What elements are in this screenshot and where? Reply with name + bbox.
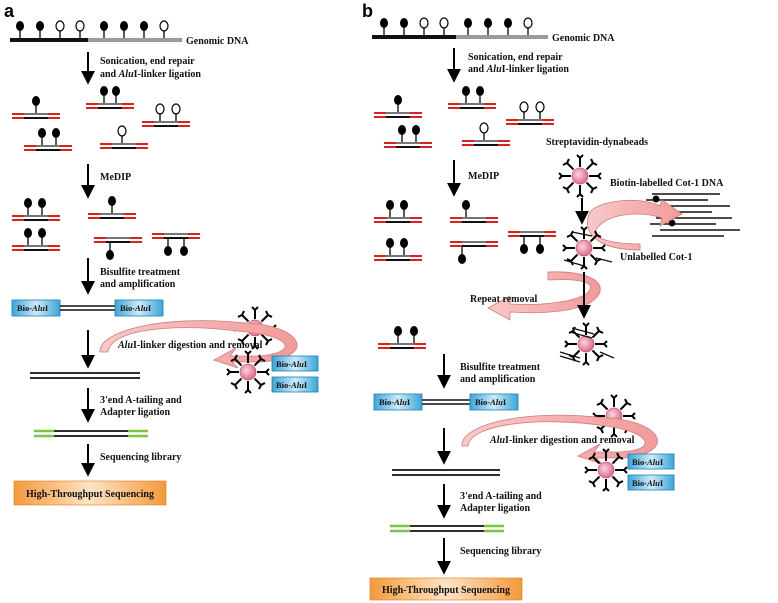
genomic-dna-label: Genomic DNA — [552, 33, 615, 44]
digestion-label: AluI-linker digestion and removal — [489, 435, 635, 446]
bisulfite-label-2: and amplification — [100, 279, 176, 290]
htp-box-a: High-Throughput Sequencing — [13, 480, 167, 506]
panel-a: a Genomic DNA Sonication, end repair and… — [4, 1, 319, 506]
htp-box-b: High-Throughput Sequencing — [369, 577, 523, 601]
medip-fragments-b — [373, 199, 557, 265]
linker-ligation-label: and AluI-linker ligation — [100, 69, 201, 80]
ds-dna-b — [392, 469, 500, 476]
svg-text:Bio-AluI: Bio-AluI — [276, 359, 308, 369]
repeat-removal-arrow — [487, 271, 601, 321]
bisulfite-label-1: Bisulfite treatment — [100, 267, 181, 278]
removed-linkers-a: Bio-AluI Bio-AluI — [271, 355, 319, 393]
removed-linkers-b: Bio-AluI Bio-AluI — [627, 453, 675, 491]
fragments-a — [11, 85, 191, 151]
tailing-label-2: Adapter ligation — [460, 503, 531, 514]
repeat-removal-label: Repeat removal — [470, 294, 538, 305]
svg-text:High-Throughput Sequencing: High-Throughput Sequencing — [382, 585, 510, 596]
bead-with-repeats — [559, 322, 615, 366]
svg-text:Bio-AluI: Bio-AluI — [632, 457, 664, 467]
library-label: Sequencing library — [460, 546, 541, 557]
bio-alu-fragment-a: Bio-AluI Bio-AluI — [11, 299, 164, 317]
medip-label: MeDIP — [468, 171, 499, 182]
panel-b-letter: b — [362, 1, 373, 21]
svg-text:Bio-AluI: Bio-AluI — [276, 380, 308, 390]
digestion-label: AluI-linker digestion and removal — [117, 340, 263, 351]
sonication-label: Sonication, end repair — [100, 56, 195, 67]
adapter-dna-a — [34, 429, 148, 438]
digestion-arrow — [461, 414, 658, 465]
enriched-fragment-b — [377, 325, 427, 349]
genomic-dna-b: Genomic DNA — [372, 17, 615, 44]
svg-text:Bio-AluI: Bio-AluI — [379, 397, 411, 407]
cot1-capture-arrow — [587, 199, 683, 251]
genomic-dna-label: Genomic DNA — [186, 36, 249, 47]
library-label: Sequencing library — [100, 452, 181, 463]
fragments-b — [373, 85, 555, 148]
tailing-label-2: Adapter ligation — [100, 407, 171, 418]
adapter-dna-b — [390, 524, 504, 533]
medip-fragments-a — [11, 195, 201, 261]
ds-dna-a — [30, 372, 140, 379]
tailing-label-1: 3'end A-tailing and — [100, 395, 182, 406]
bead-with-cot1 — [562, 226, 613, 270]
panel-b: b Genomic DNA Sonication, end repair and… — [362, 1, 740, 601]
svg-text:Bio-AluI: Bio-AluI — [632, 478, 664, 488]
bio-alu-fragment-b: Bio-AluI Bio-AluI — [373, 393, 519, 411]
svg-text:High-Throughput Sequencing: High-Throughput Sequencing — [26, 489, 154, 500]
svg-text:Bio-AluI: Bio-AluI — [120, 303, 152, 313]
svg-text:Bio-AluI: Bio-AluI — [17, 303, 49, 313]
biotin-cot-label: Biotin-labelled Cot-1 DNA — [610, 178, 724, 189]
svg-text:Bio-AluI: Bio-AluI — [475, 397, 507, 407]
medip-label: MeDIP — [100, 172, 131, 183]
genomic-dna-a: Genomic DNA — [10, 20, 249, 47]
bisulfite-label-1: Bisulfite treatment — [460, 362, 541, 373]
bisulfite-label-2: and amplification — [460, 374, 536, 385]
bead-icon — [558, 154, 602, 198]
sonication-label: Sonication, end repair — [468, 52, 563, 63]
streptavidin-label: Streptavidin-dynabeads — [546, 137, 648, 148]
linker-ligation-label: and AluI-linker ligation — [468, 64, 569, 75]
unlabelled-cot-label: Unlabelled Cot-1 — [620, 252, 693, 263]
panel-a-letter: a — [4, 1, 15, 21]
tailing-label-1: 3'end A-tailing and — [460, 491, 542, 502]
